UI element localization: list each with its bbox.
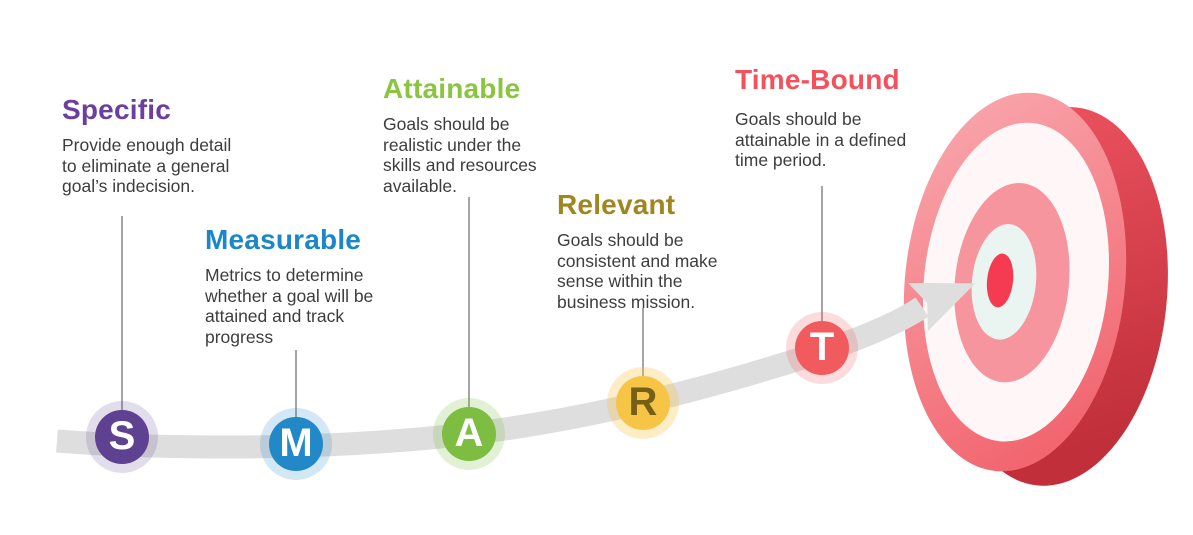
- step-text-time-bound: Time-Bound Goals should be attainable in…: [735, 64, 920, 171]
- step-desc-relevant: Goals should be consistent and make sens…: [557, 230, 718, 312]
- step-text-relevant: Relevant Goals should be consistent and …: [557, 189, 727, 312]
- step-title-measurable: Measurable: [205, 224, 362, 255]
- step-title-specific: Specific: [62, 94, 171, 125]
- arrow-head-icon: [908, 282, 976, 332]
- target-bullseye: [986, 253, 1014, 308]
- step-letter-s: S: [108, 413, 136, 458]
- step-title-attainable: Attainable: [383, 73, 521, 104]
- step-title-time-bound: Time-Bound: [735, 64, 900, 95]
- step-circle-s: [95, 410, 149, 464]
- step-desc-specific: Provide enough detail to eliminate a gen…: [62, 135, 232, 197]
- step-letter-m: M: [279, 420, 313, 465]
- step-text-measurable: Measurable Metrics to determine whether …: [205, 224, 385, 347]
- step-desc-time-bound: Goals should be attainable in a defined …: [735, 109, 907, 171]
- step-letter-r: R: [628, 379, 658, 424]
- step-desc-measurable: Metrics to determine whether a goal will…: [205, 265, 374, 347]
- step-circle-t: [795, 321, 849, 375]
- target-icon: [903, 92, 1168, 486]
- step-circle-m: [269, 417, 323, 471]
- step-desc-attainable: Goals should be realistic under the skil…: [383, 114, 537, 196]
- step-title-relevant: Relevant: [557, 189, 676, 220]
- step-letter-t: T: [809, 324, 835, 369]
- step-circle-a: [442, 407, 496, 461]
- step-letter-a: A: [454, 410, 484, 455]
- step-text-attainable: Attainable Goals should be realistic und…: [383, 73, 545, 196]
- step-circle-r: [616, 376, 670, 430]
- step-text-specific: Specific Provide enough detail to elimin…: [62, 94, 237, 197]
